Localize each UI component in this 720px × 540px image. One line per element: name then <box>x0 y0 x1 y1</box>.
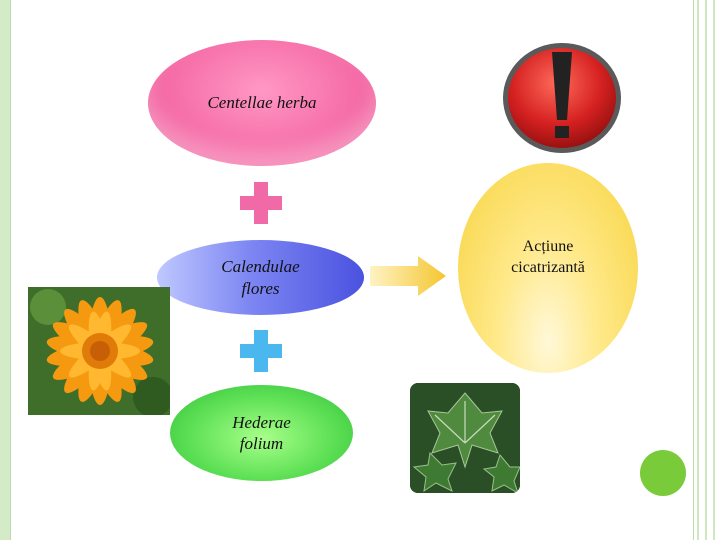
plus-icon-bottom <box>238 328 284 374</box>
node-centellae-herba: Centellae herba <box>148 40 376 166</box>
right-frame-border <box>693 0 720 540</box>
node-calendulae-flores: Calendulae flores <box>157 240 364 315</box>
left-frame-border <box>0 0 11 540</box>
node-hederae-label-line2: folium <box>239 434 284 453</box>
accent-circle <box>640 450 686 496</box>
arrow-right-icon <box>370 256 446 301</box>
node-calendulae-label-line1: Calendulae <box>221 257 300 277</box>
node-calendulae-label-line2: flores <box>241 278 280 298</box>
node-action-label-line2: cicatrizantă <box>511 258 585 276</box>
node-hederae-folium: Hederae folium <box>170 385 353 481</box>
node-action-label-line1: Acțiune <box>522 238 574 255</box>
node-actiune-cicatrizanta: Acțiune cicatrizantă <box>458 163 638 373</box>
plus-icon-top <box>238 180 284 226</box>
calendula-flower-photo <box>28 287 170 415</box>
ivy-leaves-photo <box>410 383 520 493</box>
exclamation-icon <box>500 40 624 161</box>
node-hederae-label-line1: Hederae <box>232 412 291 432</box>
node-centellae-label: Centellae herba <box>207 93 317 113</box>
